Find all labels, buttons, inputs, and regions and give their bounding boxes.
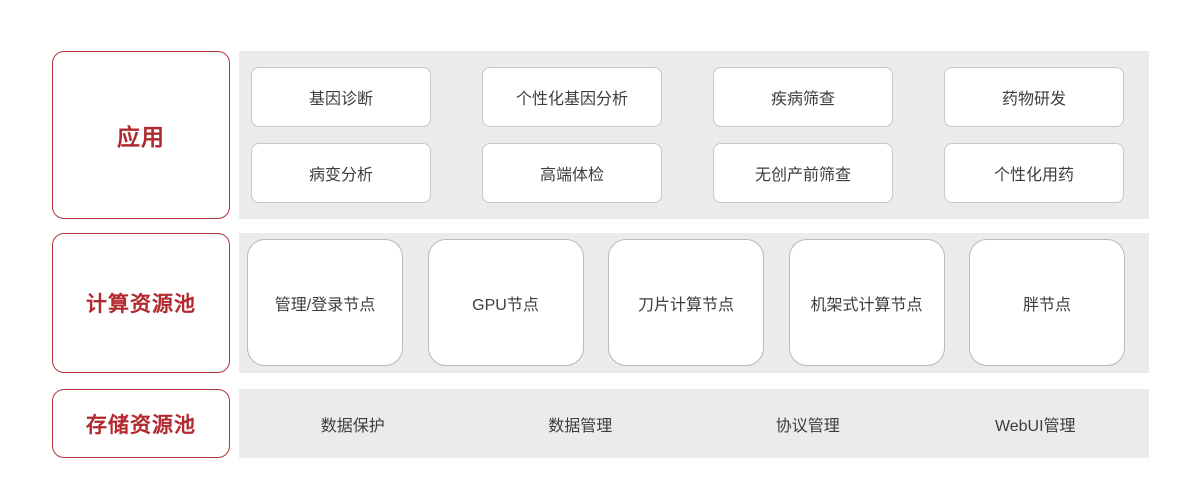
application-layer-label-box: 应用: [52, 51, 230, 219]
app-item-personalized-gene-analysis: 个性化基因分析: [482, 66, 662, 127]
application-row-1: 基因诊断 个性化基因分析 疾病筛查 药物研发: [251, 66, 1136, 127]
storage-panel: 数据保护 数据管理 协议管理 WebUI管理: [239, 389, 1149, 458]
application-layer: 应用 基因诊断 个性化基因分析 疾病筛查 药物研发 病变分析 高端体检 无创产前…: [52, 51, 1149, 219]
storage-layer-title: 存储资源池: [86, 413, 196, 437]
app-item-lesion-analysis: 病变分析: [251, 142, 431, 203]
app-item-noninvasive-prenatal-screening: 无创产前筛查: [713, 142, 893, 203]
compute-node-fat: 胖节点: [969, 239, 1125, 367]
compute-node-management-login: 管理/登录节点: [247, 239, 403, 367]
storage-service-webui-management: WebUI管理: [994, 417, 1076, 435]
compute-layer-label-box: 计算资源池: [52, 232, 230, 374]
app-item-gene-diagnosis: 基因诊断: [251, 66, 431, 127]
compute-panel: 管理/登录节点 GPU节点 刀片计算节点 机架式计算节点 胖节点: [239, 232, 1149, 374]
storage-layer-label-box: 存储资源池: [52, 389, 230, 458]
app-item-drug-development: 药物研发: [944, 66, 1124, 127]
app-item-premium-checkup: 高端体检: [482, 142, 662, 203]
compute-layer-title: 计算资源池: [86, 292, 196, 316]
storage-resource-layer: 存储资源池 数据保护 数据管理 协议管理 WebUI管理: [52, 389, 1149, 458]
storage-service-protocol-management: 协议管理: [775, 417, 840, 435]
storage-service-data-management: 数据管理: [548, 417, 613, 435]
compute-node-blade: 刀片计算节点: [608, 239, 764, 367]
application-row-2: 病变分析 高端体检 无创产前筛查 个性化用药: [251, 142, 1136, 203]
storage-service-data-protection: 数据保护: [320, 417, 385, 435]
application-layer-title: 应用: [117, 123, 165, 150]
compute-resource-layer: 计算资源池 管理/登录节点 GPU节点 刀片计算节点 机架式计算节点 胖节点: [52, 232, 1149, 374]
compute-node-rack: 机架式计算节点: [788, 239, 945, 367]
application-panel: 基因诊断 个性化基因分析 疾病筛查 药物研发 病变分析 高端体检 无创产前筛查 …: [239, 51, 1149, 219]
compute-node-gpu: GPU节点: [427, 239, 584, 367]
app-item-disease-screening: 疾病筛查: [713, 66, 893, 127]
app-item-personalized-medication: 个性化用药: [944, 142, 1124, 203]
